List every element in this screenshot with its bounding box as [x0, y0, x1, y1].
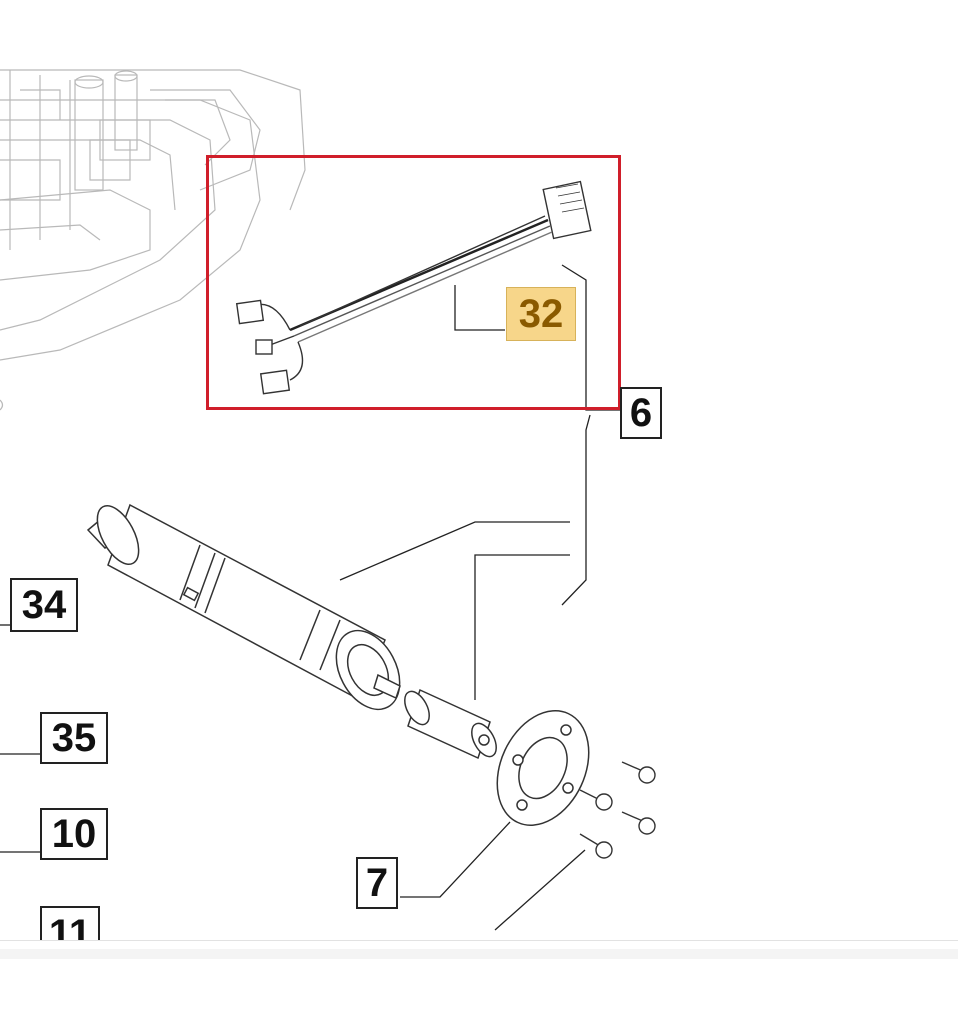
- wire-harness: [235, 180, 592, 395]
- selection-highlight-frame: [206, 155, 621, 410]
- chassis-frame: [0, 69, 306, 411]
- flange-plate: [496, 710, 590, 826]
- bottom-scroll-strip: [0, 940, 958, 1025]
- callout-32[interactable]: 32: [506, 287, 576, 341]
- shaft-coupler: [404, 688, 497, 760]
- mounting-screws: [579, 761, 656, 859]
- callout-10[interactable]: 10: [40, 808, 108, 860]
- callout-35[interactable]: 35: [40, 712, 108, 764]
- callout-leader-lines: [0, 264, 620, 931]
- callout-7[interactable]: 7: [356, 857, 398, 909]
- horizontal-divider: [0, 949, 958, 959]
- exploded-parts-diagram: [0, 69, 656, 931]
- callout-34[interactable]: 34: [10, 578, 78, 632]
- callout-6[interactable]: 6: [620, 387, 662, 439]
- dc-motor: [86, 503, 401, 711]
